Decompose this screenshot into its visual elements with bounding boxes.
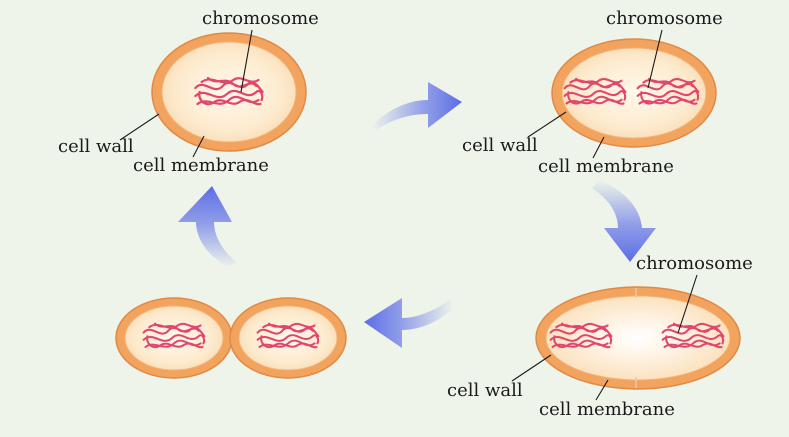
stage-1-chromosome-label: chromosome — [202, 8, 319, 29]
stage-2-chromosome-label: chromosome — [606, 8, 723, 29]
curved-arrow-icon — [178, 186, 236, 268]
stage-2-cell-membrane-label: cell membrane — [538, 156, 674, 177]
stage-2-chromosome-pointer — [647, 29, 663, 89]
stage-2-cell-wall-label: cell wall — [462, 135, 538, 156]
stage-3-chromosome-pointer — [677, 274, 698, 334]
stage-3-cell-membrane-label: cell membrane — [539, 399, 675, 420]
stage-1-chromosome-pointer — [240, 29, 253, 93]
stage-1-membrane-pointer — [192, 135, 205, 158]
stage-3-membrane-pointer — [595, 379, 609, 401]
stage-3-chromosome-label: chromosome — [636, 253, 753, 274]
stage-1-cell-wall-label: cell wall — [58, 136, 134, 157]
stage-1-wall-pointer — [119, 113, 160, 141]
stage-3-cytoplasm — [545, 295, 731, 381]
curved-arrow-icon — [592, 180, 656, 262]
curved-arrow-icon — [372, 82, 462, 130]
stage-3-cell — [511, 274, 741, 401]
stage-2-cytoplasm — [561, 47, 707, 139]
stage-2-membrane-pointer — [592, 136, 605, 159]
stage-4-daughter-cell-right-cytoplasm — [238, 305, 338, 371]
stage-4-cells — [115, 297, 347, 379]
stage-3-wall-pointer — [511, 354, 552, 382]
stage-2-wall-pointer — [527, 111, 567, 138]
stage-1-cell — [119, 29, 307, 158]
stage-3-cell-wall-label: cell wall — [447, 380, 523, 401]
stage-4-daughter-cell-left-cytoplasm — [124, 305, 224, 371]
stage-1-cell-membrane-label: cell membrane — [133, 155, 269, 176]
curved-arrow-icon — [364, 298, 454, 348]
stage-2-cell — [527, 29, 717, 159]
